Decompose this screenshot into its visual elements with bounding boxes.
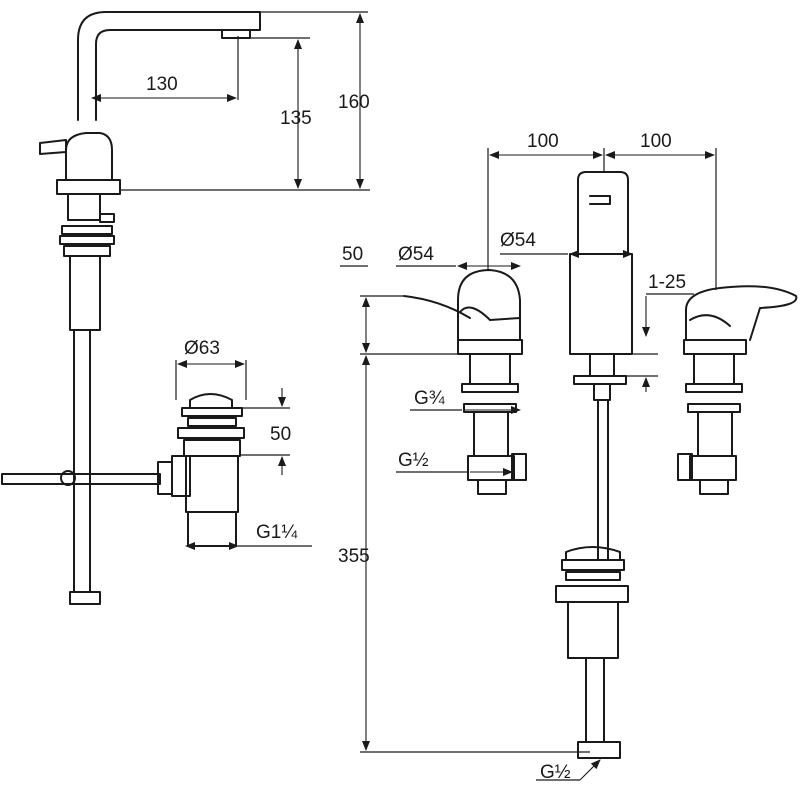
waste-flange: [181, 407, 243, 417]
mixer-body-lower: [69, 255, 101, 331]
spout-waste-body: [567, 601, 619, 659]
mixer-lift-rod: [99, 213, 115, 223]
spout-fixing-nut: [573, 375, 627, 385]
waste-body: [183, 439, 241, 457]
deck-thickness-label: 1-25: [648, 272, 686, 293]
waste-diameter-label: Ø63: [184, 338, 220, 359]
fixing-nut: [59, 235, 115, 245]
right-valve-nut: [685, 383, 743, 393]
lever-knob: [39, 139, 67, 155]
dim-deck-thickness: 1-25: [614, 272, 694, 392]
right-handle-rosette: [683, 339, 747, 355]
right-valve-body: [693, 353, 735, 385]
handle-diameter-label: Ø54: [398, 244, 434, 265]
spout-waste-washer: [565, 571, 621, 581]
dim-spout-diameter: Ø54: [500, 230, 633, 258]
dim-spout-height: 135: [120, 37, 370, 191]
waste-washer: [187, 417, 237, 427]
dim-handle-height: 50: [340, 244, 458, 355]
spout-base: [569, 253, 633, 355]
spout-waste-plug: [565, 546, 621, 561]
waste-thread-label: G1¼: [256, 522, 298, 543]
spout-waste-hose: [585, 657, 605, 743]
left-valve-nut: [461, 383, 519, 393]
left-valve-body: [469, 353, 511, 385]
left-handle: [403, 269, 521, 341]
length-label: 355: [338, 546, 370, 567]
waste-tail: [185, 455, 239, 513]
left-valve-shank: [473, 411, 509, 457]
spout-shank: [589, 353, 615, 377]
single-lever-mixer: 130 135 160 Ø63 50 G1¼: [1, 11, 370, 605]
dim-inlet-thread: G½: [396, 450, 513, 476]
mixer-shank-upper: [67, 193, 101, 221]
spout-aerator: [221, 29, 251, 39]
valve-thread-label: G¾: [414, 388, 446, 409]
spout-outlet: [589, 195, 611, 205]
mixer-lever: [65, 132, 113, 181]
mixer-base-plate: [56, 179, 121, 195]
spout-column: [577, 171, 629, 255]
outlet-thread-label: G½: [540, 762, 571, 783]
right-handle: [685, 285, 798, 341]
left-valve-inlet: [477, 479, 507, 495]
inlet-thread-label: G½: [398, 450, 429, 471]
waste-side-connection: [171, 455, 191, 497]
waste-outlet: [187, 511, 237, 547]
rod-clamp: [60, 470, 76, 486]
dim-waste-diameter: Ø63: [175, 338, 247, 400]
left-handle-rosette: [457, 339, 523, 355]
spout-height-label: 135: [280, 108, 312, 129]
dim-waste-height: 50: [240, 388, 291, 475]
dim-overall-height: 160: [260, 11, 370, 189]
fixing-washer: [61, 225, 113, 235]
handle-height-label: 50: [342, 244, 363, 265]
right-valve-inlet: [699, 479, 729, 495]
dim-valve-thread: G¾: [410, 388, 521, 414]
supply-hose: [73, 329, 91, 593]
centre-right-label: 100: [640, 131, 672, 152]
hose-nut: [69, 591, 101, 605]
right-valve-outlet: [677, 453, 693, 481]
fixing-bracket: [63, 245, 111, 257]
mixer-spout: [77, 11, 261, 121]
overall-height-label: 160: [338, 92, 370, 113]
spout-waste-nut: [577, 741, 621, 759]
right-valve-shank: [697, 411, 733, 457]
left-valve-elbow: [467, 455, 515, 481]
right-valve-elbow: [689, 455, 737, 481]
spout-reach-label: 130: [146, 74, 178, 95]
dim-outlet-thread: G½: [536, 759, 601, 783]
dim-handle-diameter: Ø54: [396, 244, 521, 270]
waste-backnut: [177, 427, 245, 439]
centre-left-label: 100: [527, 131, 559, 152]
spout-waste-flange: [561, 559, 625, 571]
dim-spout-reach: 130: [91, 36, 239, 102]
three-hole-mixer: 100 100 50 Ø54 Ø54 1-25: [338, 131, 798, 783]
spout-connector: [593, 383, 611, 401]
dim-waste-thread: G1¼: [185, 522, 312, 550]
spout-waste-backnut: [555, 585, 629, 603]
right-valve-washer: [687, 403, 741, 413]
dim-centre-spacing: 100 100: [487, 131, 717, 290]
spout-diameter-label: Ø54: [500, 230, 536, 251]
left-valve-outlet: [511, 453, 527, 481]
spout-rod: [597, 399, 609, 561]
waste-plug: [189, 393, 233, 409]
dim-length: 355: [338, 355, 590, 753]
left-valve-washer: [463, 403, 517, 413]
waste-height-label: 50: [270, 424, 291, 445]
popup-pull-rod: [1, 473, 161, 485]
